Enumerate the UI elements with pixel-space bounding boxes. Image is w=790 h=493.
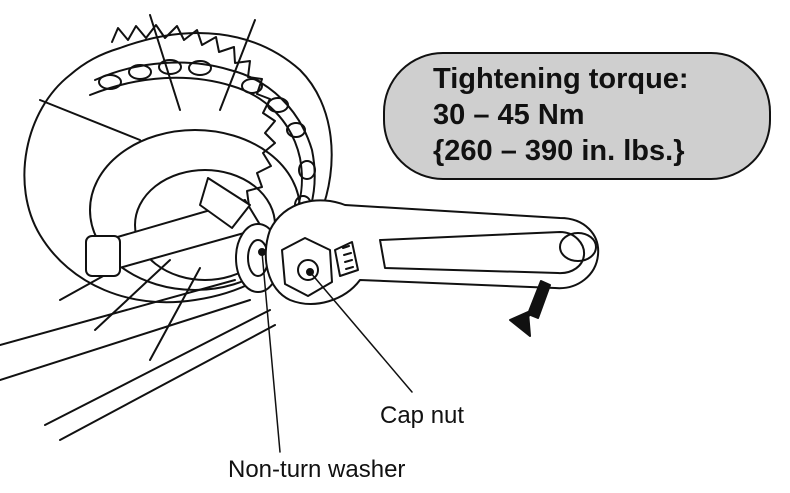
torque-value-nm: 30 – 45 Nm [433,99,585,131]
cap-nut-label: Cap nut [380,402,465,429]
torque-callout: Tightening torque: 30 – 45 Nm {260 – 390… [383,52,771,180]
cap-nut [281,237,333,297]
torque-heading: Tightening torque: [433,63,689,95]
frame-stay [0,279,276,441]
cap-nut-leader [309,271,413,393]
non-turn-washer-label: Non-turn washer [228,456,406,483]
torque-value-inlbs: {260 – 390 in. lbs.} [433,135,685,167]
washer-leader [261,251,281,453]
